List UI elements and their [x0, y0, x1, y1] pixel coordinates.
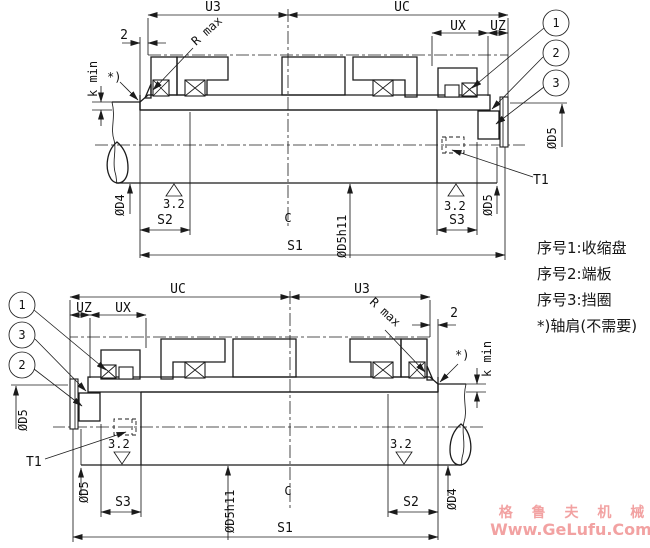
- dim-uz-label: UZ: [490, 19, 506, 34]
- shoulder-note-label: *): [107, 70, 121, 84]
- dim-uz-label: UZ: [76, 301, 92, 316]
- disc-outer-ring-left: [176, 56, 229, 96]
- roughness-symbol: [447, 183, 465, 197]
- rmax-label: R max: [189, 14, 225, 49]
- disc-inner-ring: [281, 56, 346, 96]
- disc-collar: [437, 67, 478, 98]
- roughness-left-label: 3.2: [108, 437, 130, 451]
- top-drawing-labels: U3 UC UX UZ 2 R max *) k min ØD4 3.2 S2 …: [86, 0, 560, 258]
- watermark-url: Www.GeLufu.Com: [490, 520, 650, 539]
- end-plate: [499, 96, 509, 148]
- legend: 序号1:收缩盘 序号2:端板 序号3:挡圈 *)轴肩(不需要): [537, 239, 637, 335]
- dim-ux-label: UX: [450, 19, 466, 34]
- shaft-break-blob: [106, 141, 129, 184]
- clamp-bolt: [461, 82, 478, 97]
- retaining-ring: [477, 110, 500, 140]
- t1-label: T1: [26, 455, 42, 470]
- roughness-symbol: [113, 451, 131, 465]
- dim-s1-label: S1: [277, 521, 293, 536]
- balloon-3: 3: [18, 328, 25, 342]
- dim-s3-label: S3: [449, 213, 465, 228]
- clamp-washer: [444, 84, 460, 98]
- centerline-label: C: [284, 211, 291, 225]
- t1-label: T1: [533, 173, 549, 188]
- roughness-symbol: [395, 451, 413, 465]
- d4-label: ØD4: [113, 194, 127, 216]
- t1-leader: [451, 149, 534, 178]
- kmin-label: k min: [86, 61, 100, 97]
- balloon-2: 2: [18, 358, 25, 372]
- dim-uc-label: UC: [394, 0, 410, 15]
- dim-u3-label: U3: [205, 0, 221, 15]
- disc-wedge: [144, 83, 152, 99]
- dim-2-label: 2: [120, 28, 128, 43]
- kmin-label: k min: [480, 341, 494, 377]
- dim-s1-label: S1: [287, 239, 303, 254]
- roughness-right-label: 3.2: [444, 199, 466, 213]
- d5-bore-label: ØD5: [481, 194, 495, 216]
- balloon-1: 1: [18, 298, 25, 312]
- roughness-right-label: 3.2: [390, 437, 412, 451]
- d4-label: ØD4: [445, 488, 459, 510]
- clamp-bolt: [372, 79, 394, 97]
- dim-s2-label: S2: [403, 495, 419, 510]
- roughness-left-label: 3.2: [163, 197, 185, 211]
- balloon-1: 1: [552, 16, 559, 30]
- d5h11-label: ØD5h11: [223, 490, 237, 533]
- legend-item-1: 序号1:收缩盘: [537, 239, 627, 257]
- bottom-drawing-labels: UC U3 UZ UX 2 R max *) k min ØD5 T1 3.2 …: [16, 282, 494, 536]
- d5h11-label: ØD5h11: [335, 215, 349, 258]
- d5-end-label: ØD5: [16, 409, 30, 431]
- balloon-3: 3: [552, 76, 559, 90]
- dim-ux-label: UX: [115, 301, 131, 316]
- dim-uc-label: UC: [170, 282, 186, 297]
- shoulder-note-label: *): [455, 348, 469, 362]
- watermark: 格 鲁 夫 机 械 Www.GeLufu.Com: [490, 504, 650, 539]
- legend-item-2: 序号2:端板: [537, 265, 612, 283]
- top-drawing-geometry: [92, 9, 570, 260]
- disc-outer-ring-right: [352, 56, 418, 98]
- dim-s3-label: S3: [115, 495, 131, 510]
- rmax-label: R max: [367, 295, 403, 330]
- dim-s2-label: S2: [157, 213, 173, 228]
- rmax-leader: [152, 47, 194, 91]
- centerline-label: C: [284, 484, 291, 498]
- clamp-bolt: [184, 79, 206, 97]
- balloon-circles: [471, 9, 570, 125]
- legend-item-3: 序号3:挡圈: [537, 291, 612, 309]
- d5-bore-label: ØD5: [77, 481, 91, 503]
- watermark-brand: 格 鲁 夫 机 械: [499, 504, 650, 521]
- dim-u3-label: U3: [354, 282, 370, 297]
- legend-item-4: *)轴肩(不需要): [537, 317, 637, 335]
- d5-end-label: ØD5: [545, 127, 559, 149]
- roughness-symbol: [165, 183, 183, 197]
- dim-2-label: 2: [450, 306, 458, 321]
- shoulder-leader: [119, 81, 139, 101]
- extension-lines: [92, 18, 567, 260]
- shaft-break-line: [111, 101, 118, 184]
- balloon-2: 2: [552, 46, 559, 60]
